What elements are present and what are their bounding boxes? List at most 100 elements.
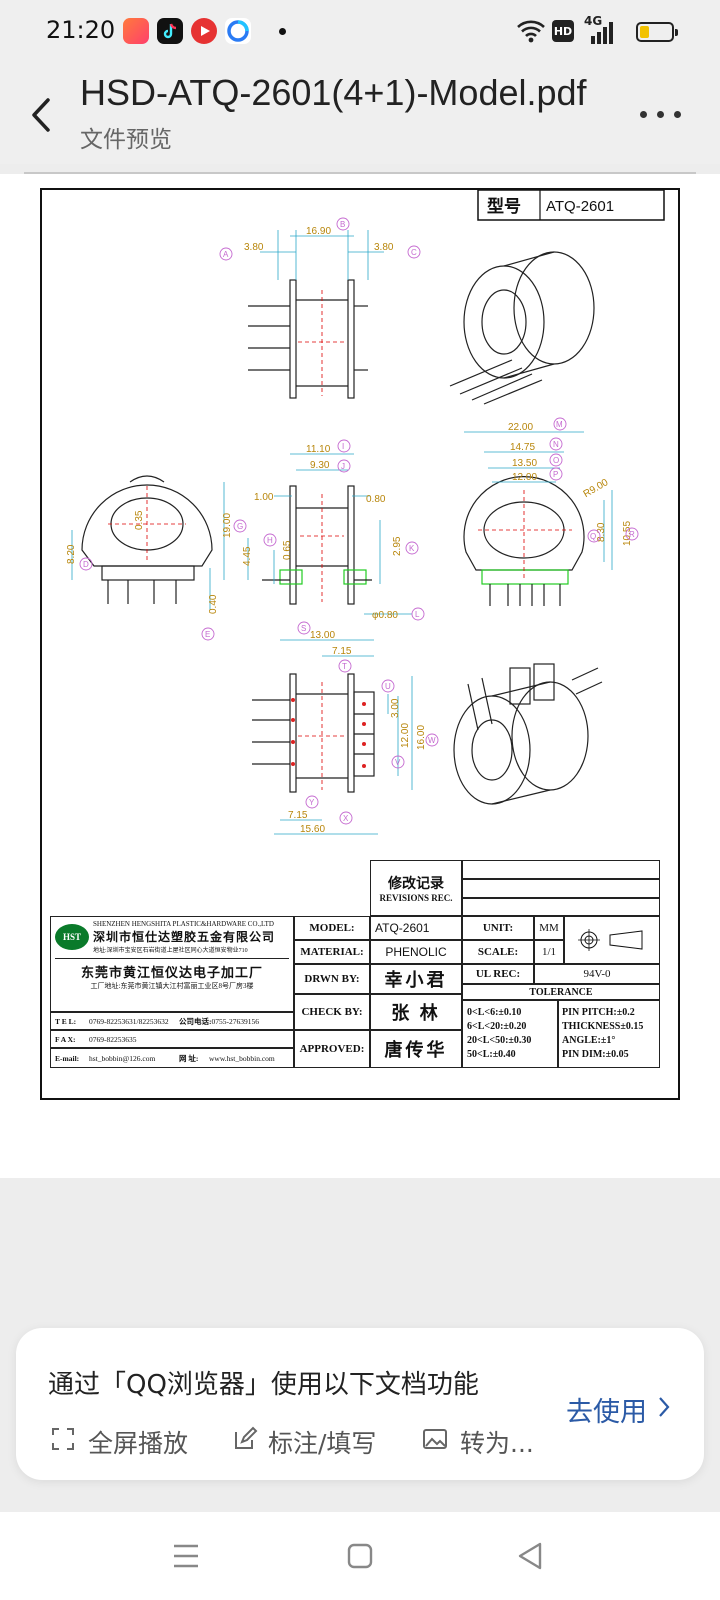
svg-text:J: J bbox=[341, 462, 345, 471]
factory-name: 东莞市黄江恒仪达电子加工厂 bbox=[80, 965, 263, 980]
dim-V: 12.00 bbox=[400, 723, 411, 748]
feature-fullscreen[interactable]: 全屏播放 bbox=[88, 1429, 189, 1458]
svg-text:I: I bbox=[342, 442, 344, 451]
file-subtitle: 文件预览 bbox=[80, 127, 172, 153]
dim-r900: R9.00 bbox=[582, 477, 611, 500]
front-view bbox=[248, 279, 368, 399]
tolerance-values: 0<L<6:±0.10 6<L<20:±0.20 20<L<50:±0.30 5… bbox=[462, 1000, 558, 1068]
svg-text:H: H bbox=[267, 536, 273, 545]
dim-T: 7.15 bbox=[332, 646, 352, 657]
chevron-right-icon bbox=[659, 1397, 670, 1417]
svg-text:X: X bbox=[343, 814, 349, 823]
dim-W: 16.00 bbox=[416, 725, 427, 750]
svg-text:R: R bbox=[629, 530, 635, 539]
home-icon[interactable] bbox=[340, 1536, 380, 1576]
dim-U: 3.00 bbox=[390, 698, 401, 718]
drawn-value: 幸小君 bbox=[370, 964, 462, 994]
network-label: 4G bbox=[584, 14, 603, 28]
dim-N: 14.75 bbox=[510, 442, 535, 453]
bottom-view bbox=[252, 673, 375, 793]
signal-icon bbox=[591, 22, 613, 44]
hd-badge: HD bbox=[552, 20, 574, 42]
revision-row-3 bbox=[462, 898, 660, 916]
model-tag: 型号 bbox=[487, 196, 521, 216]
technical-drawing: 型号 ATQ-2601 bbox=[66, 190, 665, 835]
dim-100: 1.00 bbox=[254, 492, 274, 503]
dim-A: 3.80 bbox=[244, 242, 264, 253]
revisions-label: 修改记录 REVISIONS REC. bbox=[370, 860, 462, 916]
svg-text:P: P bbox=[553, 470, 558, 479]
check-value: 张 林 bbox=[370, 994, 462, 1030]
status-bar: 21:20 HD 4G bbox=[0, 0, 720, 64]
model-tag-value: ATQ-2601 bbox=[546, 198, 614, 215]
dim-080: 0.80 bbox=[366, 494, 386, 505]
more-menu-icon[interactable] bbox=[640, 106, 684, 122]
drawing-sheet: 型号 ATQ-2601 bbox=[40, 188, 680, 1100]
drawn-label: DRWN BY: bbox=[294, 964, 370, 994]
dim-E: 0.40 bbox=[208, 594, 219, 614]
tel-row: T E L: 0769-82253631/82253632 公司电话: 0755… bbox=[50, 1012, 294, 1030]
revision-row-2 bbox=[462, 879, 660, 898]
factory-address: 工厂地址:东莞市黄江镇大江村富丽工业区8号厂房3楼 bbox=[90, 982, 254, 990]
svg-text:S: S bbox=[301, 624, 306, 633]
battery-icon bbox=[636, 22, 678, 42]
system-nav-bar bbox=[0, 1512, 720, 1600]
svg-text:L: L bbox=[415, 610, 420, 619]
model-value: ATQ-2601 bbox=[370, 916, 462, 940]
unit-label: UNIT: bbox=[462, 916, 534, 940]
dim-R: 10.55 bbox=[622, 521, 633, 546]
iso-view-bottom bbox=[453, 663, 603, 805]
svg-text:T: T bbox=[342, 662, 347, 671]
iso-view-top bbox=[449, 251, 595, 405]
approved-label: APPROVED: bbox=[294, 1030, 370, 1068]
dim-B: 16.90 bbox=[306, 226, 331, 237]
dim-Y: 7.15 bbox=[288, 810, 308, 821]
dim-Q: 8.30 bbox=[596, 522, 607, 542]
fullscreen-icon bbox=[52, 1428, 74, 1450]
svg-text:V: V bbox=[395, 758, 401, 767]
projection-symbol bbox=[564, 916, 660, 964]
dim-J: 9.30 bbox=[310, 460, 330, 471]
feature-annotate[interactable]: 标注/填写 bbox=[268, 1429, 377, 1458]
pdf-page[interactable]: 型号 ATQ-2601 bbox=[0, 174, 720, 1178]
svg-text:K: K bbox=[409, 544, 415, 553]
svg-text:E: E bbox=[205, 630, 210, 639]
menu-icon[interactable] bbox=[166, 1536, 206, 1576]
svg-text:A: A bbox=[223, 250, 229, 259]
dim-X: 15.60 bbox=[300, 824, 325, 835]
company-name-cn: 深圳市恒仕达塑胶五金有限公司 bbox=[93, 930, 276, 944]
unit-value: MM bbox=[534, 916, 564, 940]
svg-text:Y: Y bbox=[309, 798, 315, 807]
tiktok-icon bbox=[157, 18, 183, 44]
ul-value: 94V-0 bbox=[534, 964, 660, 984]
svg-text:U: U bbox=[385, 682, 391, 691]
svg-text:D: D bbox=[83, 560, 89, 569]
browser-icon bbox=[225, 18, 251, 44]
top-bar: HSD-ATQ-2601(4+1)-Model.pdf 文件预览 bbox=[0, 64, 720, 164]
dim-L: φ0.80 bbox=[372, 610, 398, 621]
svg-text:M: M bbox=[556, 420, 563, 429]
projection-icon bbox=[578, 929, 643, 951]
prompt-message: 通过「QQ浏览器」使用以下文档功能 bbox=[48, 1370, 479, 1400]
dim-K: 2.95 bbox=[392, 536, 403, 556]
company-logo: HST bbox=[55, 924, 89, 950]
back-icon[interactable] bbox=[510, 1536, 550, 1576]
dim-M: 22.00 bbox=[508, 422, 533, 433]
pin-tolerances: PIN PITCH:±0.2 THICKNESS±0.15 ANGLE:±1° … bbox=[558, 1000, 660, 1068]
file-title: HSD-ATQ-2601(4+1)-Model.pdf bbox=[80, 72, 587, 113]
wifi-icon bbox=[517, 20, 545, 43]
company-name-en: SHENZHEN HENGSHITA PLASTIC&HARDWARE CO.,… bbox=[93, 920, 274, 928]
back-arrow-icon[interactable] bbox=[24, 90, 64, 140]
dim-G: 4.45 bbox=[242, 546, 253, 566]
music-player-icon bbox=[191, 18, 217, 44]
kuaishou-icon bbox=[123, 18, 149, 44]
model-label: MODEL: bbox=[294, 916, 370, 940]
scale-label: SCALE: bbox=[462, 940, 534, 964]
notification-dot bbox=[279, 28, 286, 35]
annotate-icon bbox=[235, 1426, 258, 1449]
use-now-button[interactable]: 去使用 bbox=[566, 1397, 647, 1428]
end-view bbox=[463, 476, 585, 606]
feature-convert[interactable]: 转为... bbox=[460, 1429, 534, 1458]
dim-F: 19.00 bbox=[222, 513, 233, 538]
dim-035: 0.35 bbox=[134, 510, 145, 530]
